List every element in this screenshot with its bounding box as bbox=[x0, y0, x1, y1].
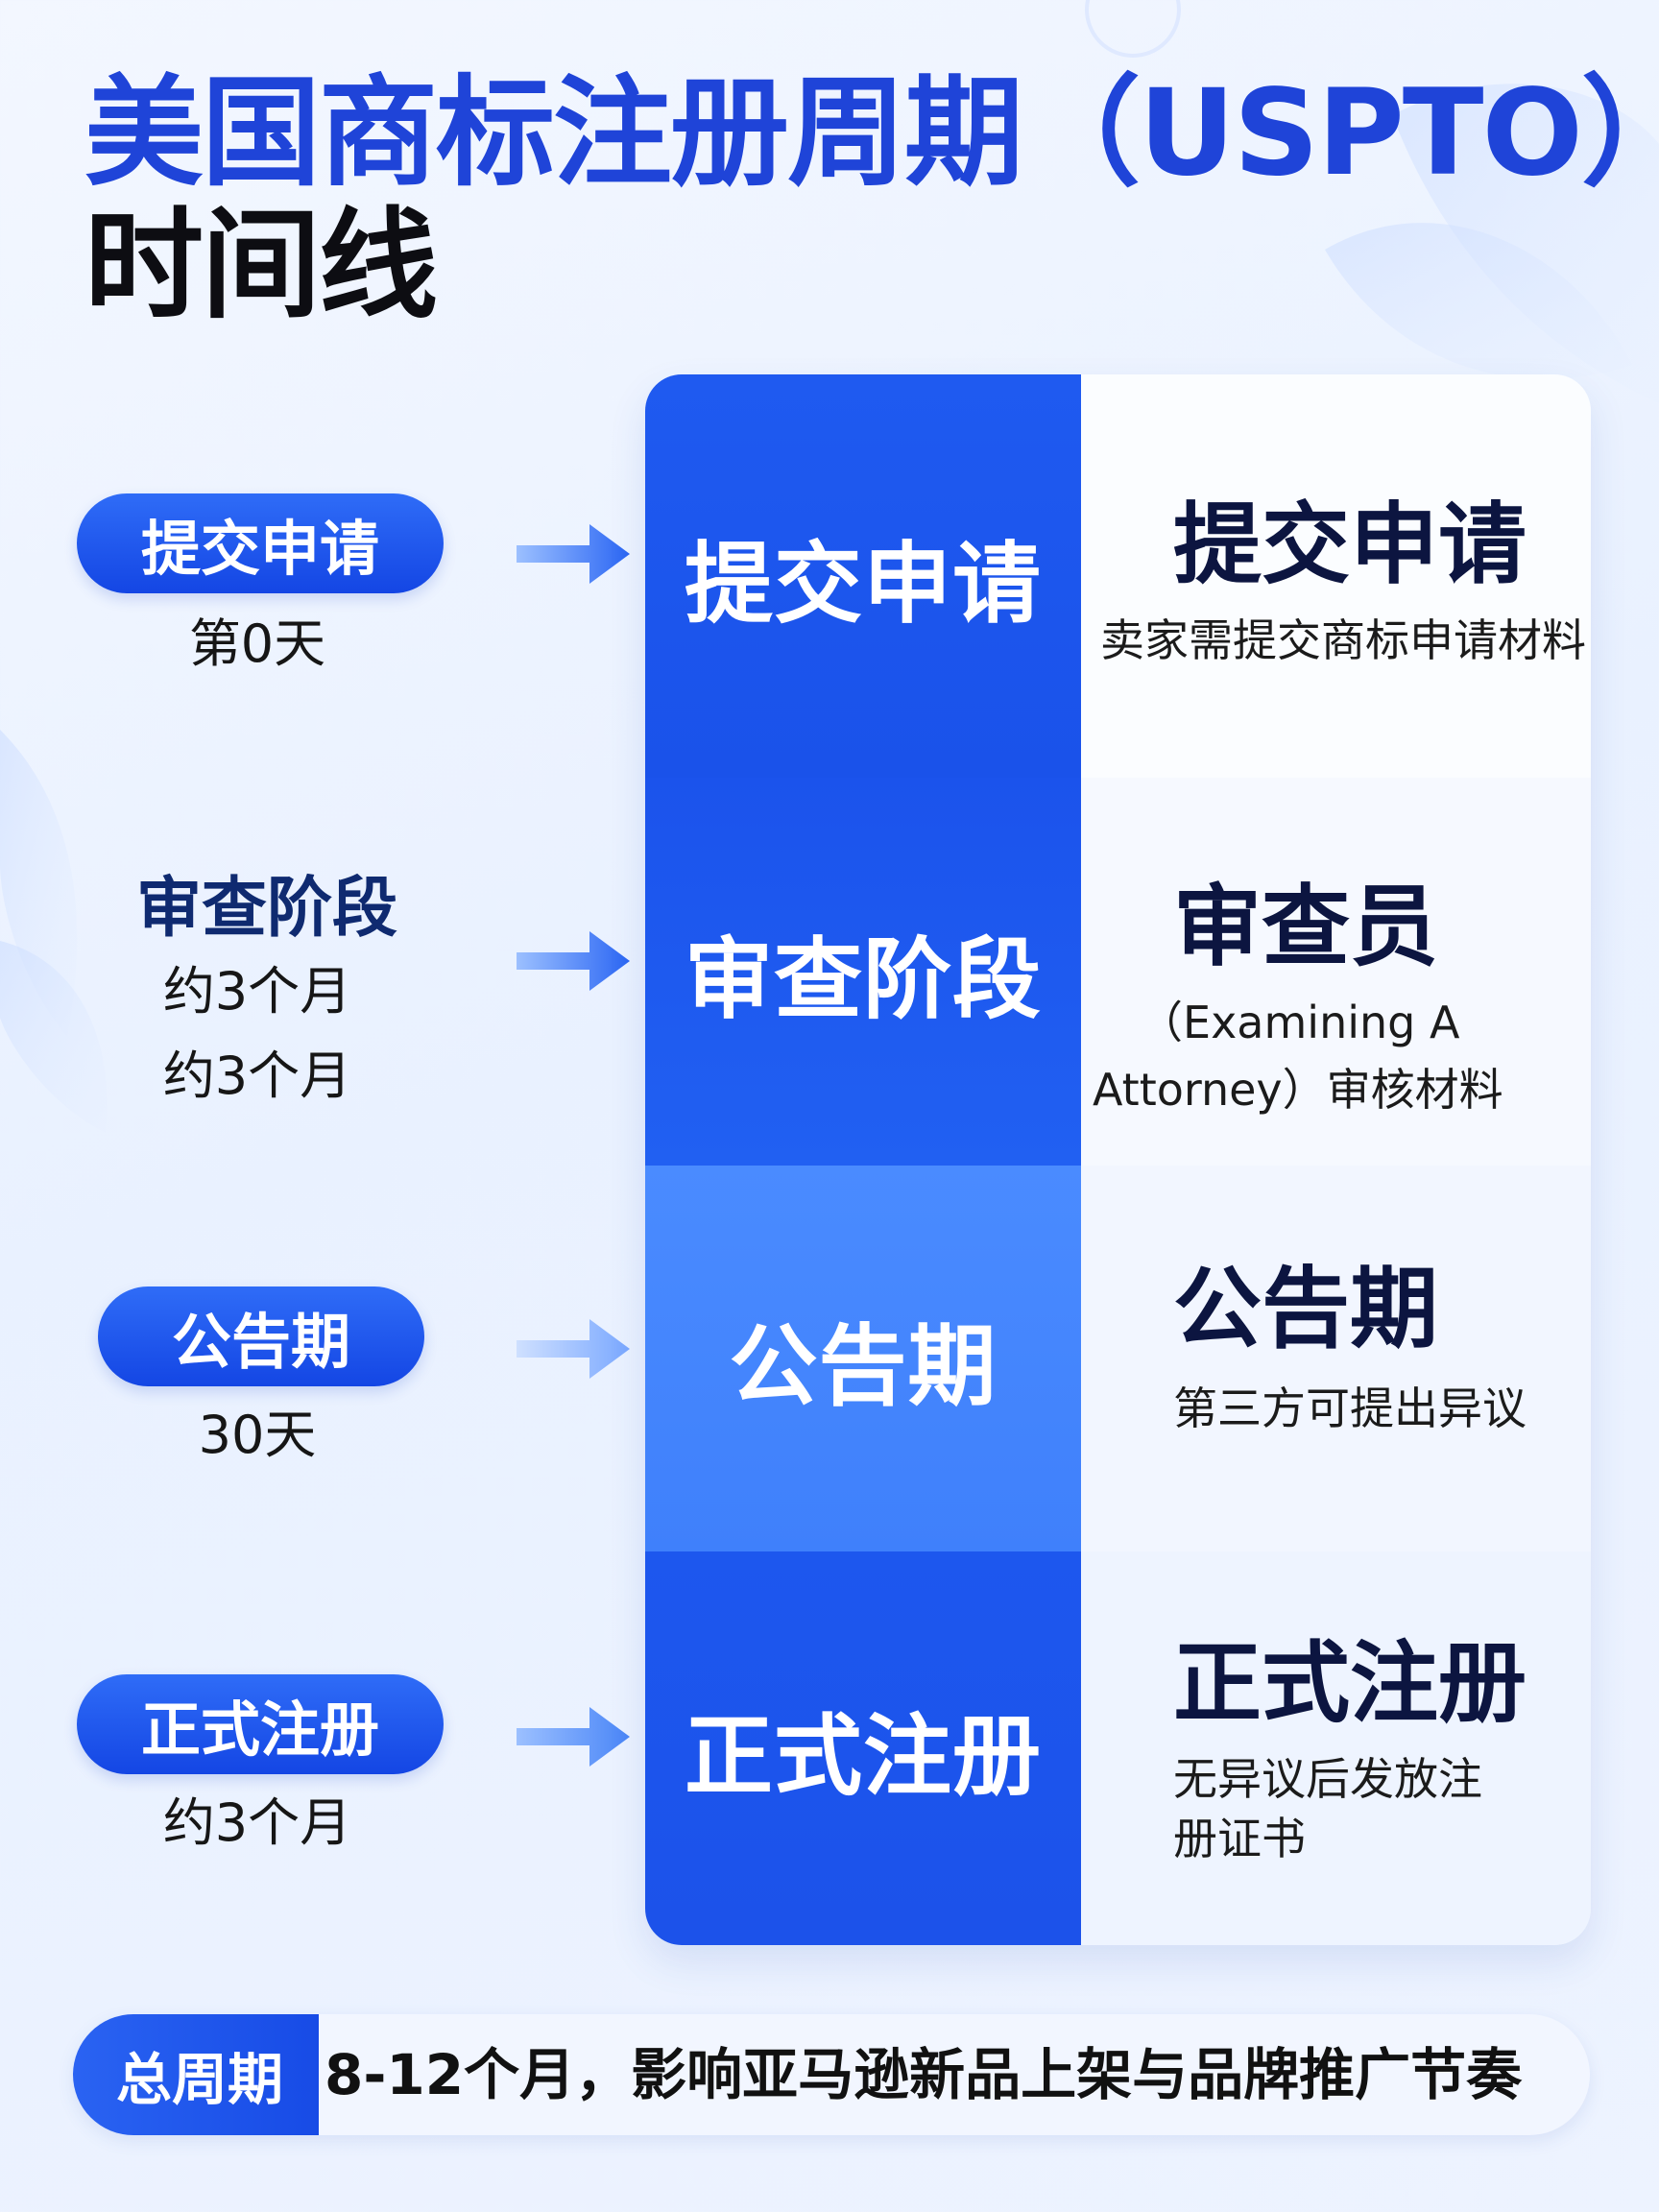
page-title: 美国商标注册周期（USPTO） 时间线 bbox=[84, 67, 1659, 332]
timeline-duration-submit: 第0天 bbox=[188, 613, 326, 674]
timeline-stage-submit: 提交申请 bbox=[77, 493, 444, 593]
summary-bar: 总周期 8-12个月，影响亚马逊新品上架与品牌推广节奏 bbox=[73, 2014, 1590, 2135]
title-line-2: 时间线 bbox=[84, 197, 438, 335]
table-desc-cell: 审查员 （Examining A Attorney）审核材料 bbox=[1081, 778, 1591, 1166]
table-row: 正式注册 正式注册 无异议后发放注 册证书 bbox=[645, 1551, 1591, 1945]
table-stage-cell: 审查阶段 bbox=[645, 778, 1081, 1166]
timeline-duration-exam-repeat: 约3个月 bbox=[162, 1046, 352, 1106]
right-arrow-icon bbox=[517, 1707, 630, 1767]
timeline-stage-publication: 公告期 bbox=[98, 1286, 424, 1386]
timeline-duration-publication: 30天 bbox=[198, 1405, 317, 1465]
table-desc-line: 册证书 bbox=[1173, 1813, 1306, 1864]
timeline-stage-registration: 正式注册 bbox=[77, 1674, 444, 1774]
table-desc-line: 卖家需提交商标申请材料 bbox=[1100, 614, 1586, 666]
table-desc-line: 无异议后发放注 bbox=[1173, 1753, 1482, 1805]
table-row: 提交申请 提交申请 卖家需提交商标申请材料 bbox=[645, 374, 1591, 778]
timeline-duration-registration: 约3个月 bbox=[162, 1792, 352, 1853]
right-arrow-icon bbox=[517, 931, 630, 991]
title-line-1: 美国商标注册周期（USPTO） bbox=[84, 64, 1659, 203]
timeline-duration-exam: 约3个月 bbox=[162, 961, 352, 1022]
table-row: 审查阶段 审查员 （Examining A Attorney）审核材料 bbox=[645, 778, 1591, 1166]
table-heading: 公告期 bbox=[1173, 1258, 1439, 1360]
table-heading: 正式注册 bbox=[1173, 1632, 1527, 1735]
table-desc-cell: 提交申请 卖家需提交商标申请材料 bbox=[1081, 374, 1591, 778]
table-row: 公告期 公告期 第三方可提出异议 bbox=[645, 1166, 1591, 1551]
stage-table: 提交申请 提交申请 卖家需提交商标申请材料 审查阶段 审查员 （Examinin… bbox=[645, 374, 1591, 1945]
table-stage-cell: 提交申请 bbox=[645, 374, 1081, 778]
right-arrow-icon bbox=[517, 1319, 630, 1379]
table-heading: 提交申请 bbox=[1173, 493, 1527, 596]
table-desc-cell: 正式注册 无异议后发放注 册证书 bbox=[1081, 1551, 1591, 1945]
table-heading: 审查员 bbox=[1173, 876, 1439, 978]
right-arrow-icon bbox=[517, 524, 630, 584]
table-desc-line: （Examining A bbox=[1139, 997, 1460, 1048]
table-stage-cell: 公告期 bbox=[645, 1166, 1081, 1551]
table-desc-line: 第三方可提出异议 bbox=[1173, 1382, 1527, 1434]
table-stage-cell: 正式注册 bbox=[645, 1551, 1081, 1945]
table-desc-cell: 公告期 第三方可提出异议 bbox=[1081, 1166, 1591, 1551]
timeline-stage-exam: 审查阶段 bbox=[135, 871, 397, 947]
summary-text: 8-12个月，影响亚马逊新品上架与品牌推广节奏 bbox=[325, 2042, 1523, 2107]
summary-label: 总周期 bbox=[73, 2014, 319, 2135]
table-desc-line: Attorney）审核材料 bbox=[1093, 1064, 1503, 1116]
